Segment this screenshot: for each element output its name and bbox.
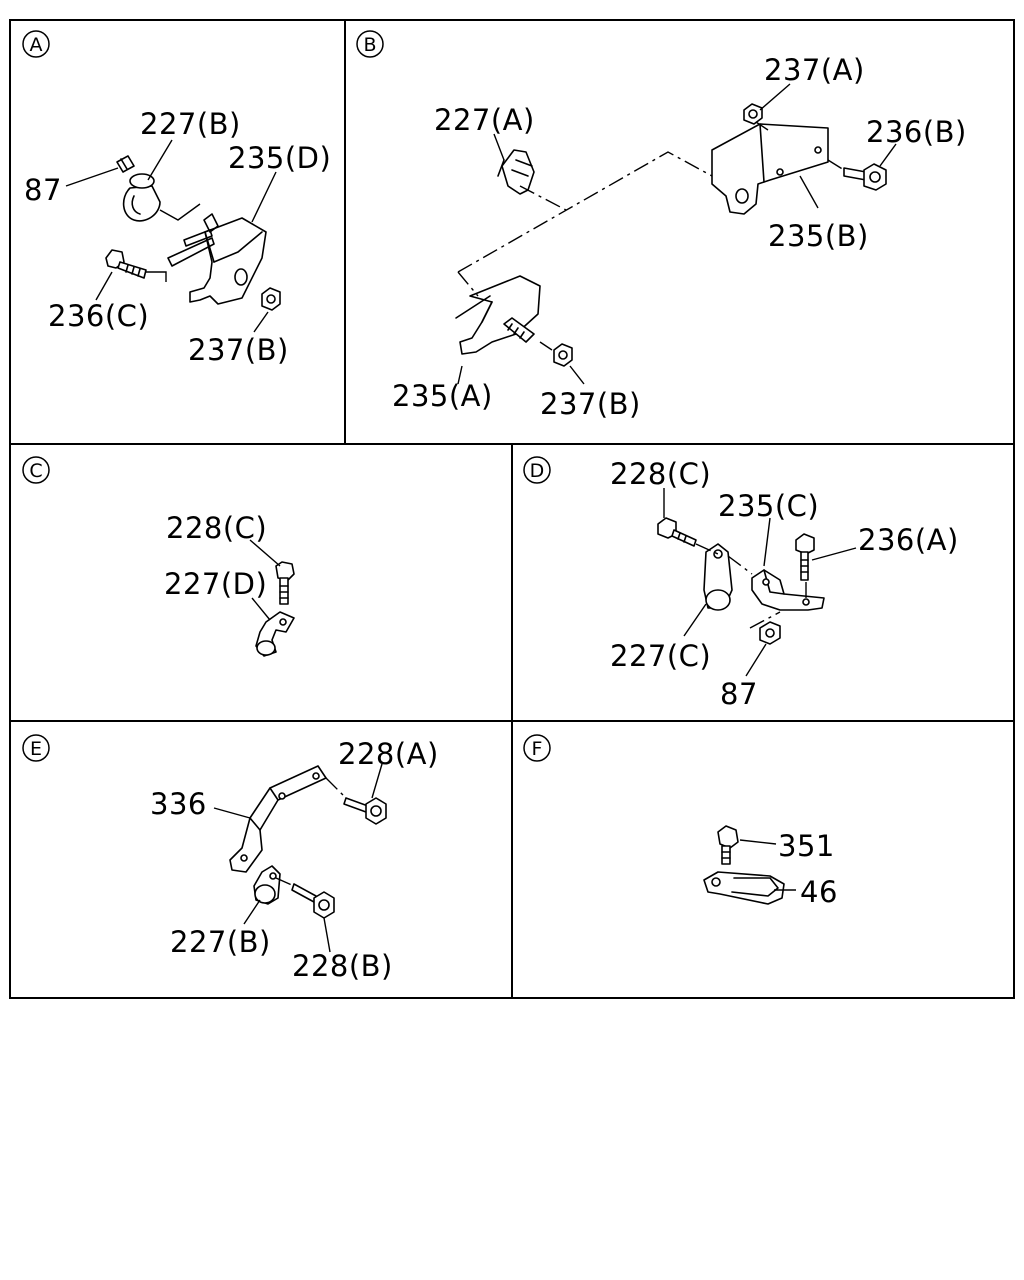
part-bracket-235c [751,569,825,611]
label-351: 351 [778,829,835,863]
part-bolt-236b [843,163,887,191]
svg-text:A: A [30,34,43,56]
part-bolt-228c [275,561,295,605]
part-bolt-228a [343,797,387,825]
svg-text:C: C [29,460,42,482]
part-clamp-227c [703,543,733,611]
part-bracket-235b [711,123,829,215]
label-237b-b: 237(B) [540,387,641,421]
part-clip-227a [497,149,535,195]
svg-text:B: B [363,34,376,56]
label-336: 336 [150,787,207,821]
label-228a: 228(A) [338,737,439,771]
label-227d: 227(D) [164,567,267,601]
part-clamp-227d [255,611,295,657]
section-badge-d: D [523,456,551,484]
svg-text:E: E [30,738,42,760]
label-227b-e: 227(B) [170,925,271,959]
part-clamp-227b-e [253,865,281,905]
section-badge-b: B [356,30,384,58]
label-227b: 227(B) [140,107,241,141]
part-clip-87 [116,155,135,173]
section-badge-f: F [523,734,551,762]
part-stud-bolt [503,317,535,343]
label-228c: 228(C) [166,511,267,545]
section-d: 228(C) 235(C) 236(A) 227(C) 87 [610,457,959,711]
section-badge-a: A [22,30,50,58]
label-227a: 227(A) [434,103,535,137]
label-235c: 235(C) [718,489,819,523]
part-clip-46 [703,871,785,905]
label-235d: 235(D) [228,141,331,175]
part-bracket-235d [167,213,267,305]
label-46: 46 [800,875,838,909]
svg-text:D: D [530,460,545,482]
label-236c: 236(C) [48,299,149,333]
section-b: 227(A) 237(A) 236(B) 235(B) 235(A) 237(B… [392,53,967,421]
part-bolt-228b [291,883,335,919]
diagram-frame [9,19,1015,999]
part-nut-237b [261,287,281,311]
part-nut-237a [743,103,763,125]
label-228c-d: 228(C) [610,457,711,491]
svg-text:F: F [532,738,543,760]
part-bolt-236a [795,533,815,581]
label-235a: 235(A) [392,379,493,413]
section-a: 87 227(B) 235(D) 236(C) 237(B) [24,107,331,367]
label-87: 87 [24,173,62,207]
label-87-d: 87 [720,677,758,711]
part-nut-87 [759,621,781,645]
section-c: 228(C) 227(D) [164,511,295,657]
part-bolt-236c [105,249,147,279]
part-bolt-228c-d [657,517,697,547]
label-235b: 235(B) [768,219,869,253]
part-bracket-235a [455,275,541,355]
section-e: 228(A) 336 227(B) 228(B) [150,737,439,983]
label-237b: 237(B) [188,333,289,367]
section-badge-c: C [22,456,50,484]
section-badge-e: E [22,734,50,762]
section-f: 351 46 [703,825,838,909]
part-bolt-351 [717,825,739,865]
label-227c: 227(C) [610,639,711,673]
label-237a: 237(A) [764,53,865,87]
part-nut-237b-lower [553,343,573,367]
label-236b: 236(B) [866,115,967,149]
part-bracket-336 [229,765,327,873]
part-clamp-227b [122,173,161,222]
label-228b: 228(B) [292,949,393,983]
label-236a: 236(A) [858,523,959,557]
